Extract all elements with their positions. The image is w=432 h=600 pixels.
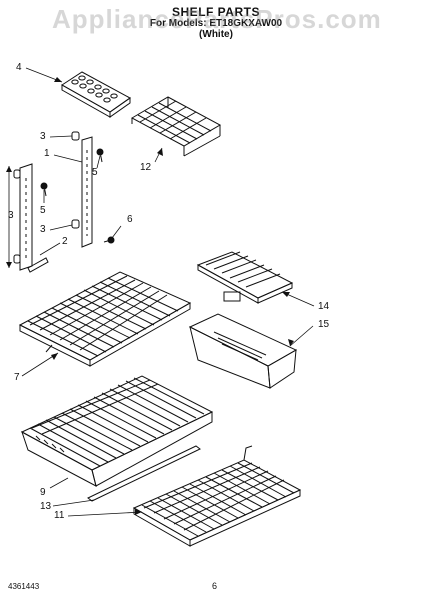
page-title: SHELF PARTS xyxy=(172,5,260,19)
callout-2: 2 xyxy=(62,236,68,247)
leader-arrowheads xyxy=(6,77,294,515)
shelf-rail-part-2 xyxy=(20,164,48,272)
rail-hardware-parts xyxy=(14,132,115,263)
shelf-rail-part-1 xyxy=(82,137,92,247)
callout-14: 14 xyxy=(318,301,330,312)
leader-lines xyxy=(9,68,314,516)
trimmed-wire-shelf-part xyxy=(22,376,212,486)
callout-5-left: 5 xyxy=(40,205,46,216)
crisper-pan-part xyxy=(190,314,296,388)
callout-9: 9 xyxy=(40,487,46,498)
callout-1: 1 xyxy=(44,148,50,159)
document-number: 4361443 xyxy=(8,582,40,591)
callout-3-bottom: 3 xyxy=(40,224,46,235)
callout-13: 13 xyxy=(40,501,52,512)
crisper-cover-part xyxy=(198,252,292,303)
color-line: (White) xyxy=(199,29,233,40)
callout-6: 6 xyxy=(127,214,133,225)
small-wire-shelf-part xyxy=(132,97,220,156)
model-line: For Models: ET18GKXAW00 xyxy=(149,18,283,29)
bottom-wire-shelf-part xyxy=(134,446,300,546)
diagram-header: SHELF PARTS For Models: ET18GKXAW00 (Whi… xyxy=(0,6,432,40)
trim-strip-part xyxy=(88,446,200,501)
callout-12: 12 xyxy=(140,162,152,173)
callout-4: 4 xyxy=(16,62,22,73)
page-number: 6 xyxy=(212,581,218,591)
large-wire-shelf-part xyxy=(20,272,190,366)
callout-3-left: 3 xyxy=(8,210,14,221)
callout-7: 7 xyxy=(14,372,20,383)
callout-11: 11 xyxy=(54,510,65,521)
callout-3-top: 3 xyxy=(40,131,46,142)
callout-5-right: 5 xyxy=(92,167,98,178)
callout-15: 15 xyxy=(318,319,330,330)
egg-tray-part xyxy=(62,72,130,117)
